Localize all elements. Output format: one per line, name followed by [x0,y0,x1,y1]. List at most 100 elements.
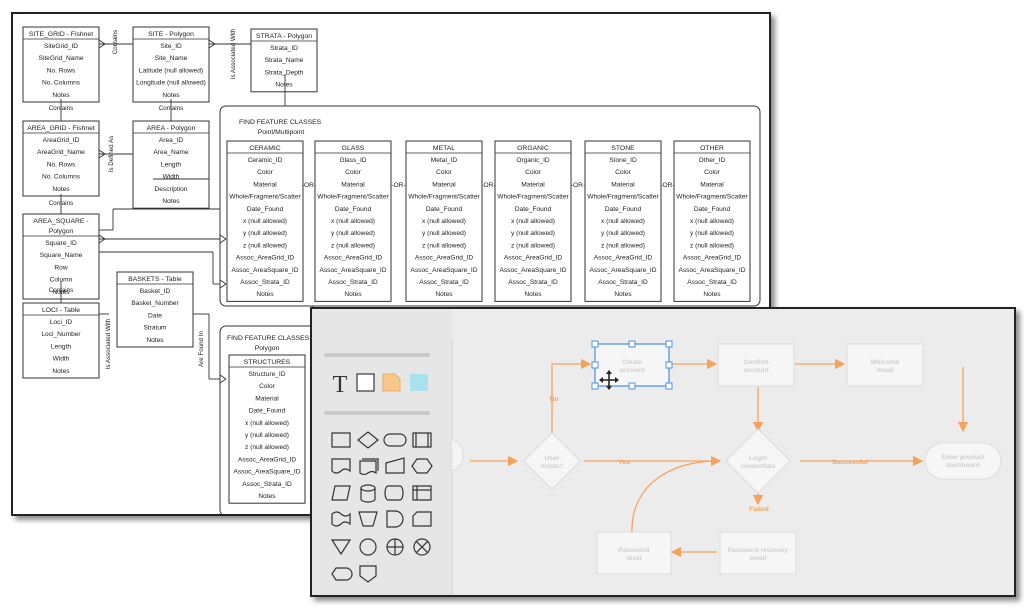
entity-title: AREA - Polygon [147,125,196,132]
resize-handle[interactable] [591,382,599,390]
node-diamond[interactable] [725,428,791,494]
predefined-process-icon[interactable] [412,432,432,448]
relation-label: Contains [49,105,73,112]
resize-handle[interactable] [665,382,673,390]
node-label: dashboard [946,462,980,469]
node-label: credentials [741,463,776,470]
entity-field: Assoc_AreaGrid_ID [415,255,474,262]
entity-box [226,140,304,302]
or-shape-icon[interactable] [386,538,404,556]
entity-field: Assoc_AreaSquare_ID [589,267,656,274]
text-tool-icon[interactable]: T [333,372,348,398]
entity-field: No. Rows [47,161,76,168]
entity-other: OTHEROther_IDColorMaterialWhole/Fragment… [673,140,751,302]
color-block-icon[interactable] [410,374,428,391]
entity-field: y (null allowed) [422,230,466,237]
no-connector[interactable] [551,358,592,435]
entity-field: Color [259,383,276,390]
entity-field: Date_Found [515,206,552,213]
entity-field: Assoc_AreaSquare_ID [499,267,566,274]
manual-input-icon[interactable] [385,457,405,474]
merge-shape-icon[interactable] [330,539,352,556]
data-shape-icon[interactable] [331,485,351,501]
entity-field: Whole/Fragment/Scatter [587,194,659,201]
resize-handle[interactable] [628,382,636,390]
entity-field: x (null allowed) [331,218,375,225]
node-box[interactable] [596,531,672,575]
entity-field: AreaGrid_ID [43,137,80,144]
rectangle-icon[interactable] [356,373,375,392]
decision-shape-icon[interactable] [357,431,379,449]
crows-foot [219,238,227,244]
node-box[interactable] [594,343,670,387]
resize-handle[interactable] [591,340,599,348]
entity-field: Color [257,169,274,176]
entity-field: Color [704,169,721,176]
relation-label: Is Defined As [108,136,115,172]
display-shape-icon[interactable] [331,567,353,581]
document-shape-icon[interactable] [331,458,351,474]
entity-field: Material [700,181,724,188]
database-shape-icon[interactable] [360,484,376,503]
tape-shape-icon[interactable] [331,511,351,527]
toolbar-separator [324,411,430,415]
terminator-shape-icon[interactable] [383,433,407,447]
relation-label: Contains [112,30,119,54]
resize-handle[interactable] [665,340,673,348]
node-label: Confirm [743,359,768,366]
entity-field: x (null allowed) [422,218,466,225]
entity-field: Material [521,181,545,188]
entity-field: z (null allowed) [245,444,289,451]
node-box[interactable] [719,531,797,575]
entity-field: Glass_ID [339,157,366,164]
entity-box [22,26,100,103]
connector-shape-icon[interactable] [359,538,377,556]
card-shape-icon[interactable] [412,511,432,527]
group-title: FIND FEATURE CLASSES [239,119,322,126]
resize-handle[interactable] [665,361,673,369]
direct-access-icon[interactable] [384,485,404,501]
resize-handle[interactable] [591,361,599,369]
relation-label: Are Found In [198,331,205,367]
entity-field: Notes [52,186,70,193]
entity-box [22,120,100,197]
node-label: Welcome [871,359,900,366]
process-shape-icon[interactable] [331,432,351,448]
entity-field: Whole/Fragment/Scatter [229,194,301,201]
entity-field: x (null allowed) [511,218,555,225]
entity-field: SiteGrid_ID [44,43,78,50]
node-diamond[interactable] [523,432,581,490]
entity-field: Stone_ID [609,157,637,164]
sticky-note-icon[interactable] [382,373,401,392]
resize-handle[interactable] [628,340,636,348]
entity-box [22,302,100,379]
entity-field: y (null allowed) [601,230,645,237]
off-page-icon[interactable] [359,565,377,583]
node-label: Create [622,359,643,366]
entity-field: y (null allowed) [331,230,375,237]
node-box[interactable] [717,343,795,387]
summing-junction-icon[interactable] [413,538,431,556]
reset-to-login-connector[interactable] [631,460,718,535]
manual-operation-icon[interactable] [358,511,378,527]
entity-title: STRUCTURES [244,359,291,366]
internal-storage-icon[interactable] [412,485,432,501]
entity-field: y (null allowed) [511,230,555,237]
multi-document-icon[interactable] [359,458,379,476]
delay-shape-icon[interactable] [386,510,404,528]
entity-field: Basket_ID [140,288,171,295]
node-terminator[interactable] [924,442,1002,480]
preparation-shape-icon[interactable] [411,458,433,474]
node-box[interactable] [846,343,924,387]
entity-field: Assoc_AreaGrid_ID [504,255,563,262]
crows-foot [219,234,227,240]
